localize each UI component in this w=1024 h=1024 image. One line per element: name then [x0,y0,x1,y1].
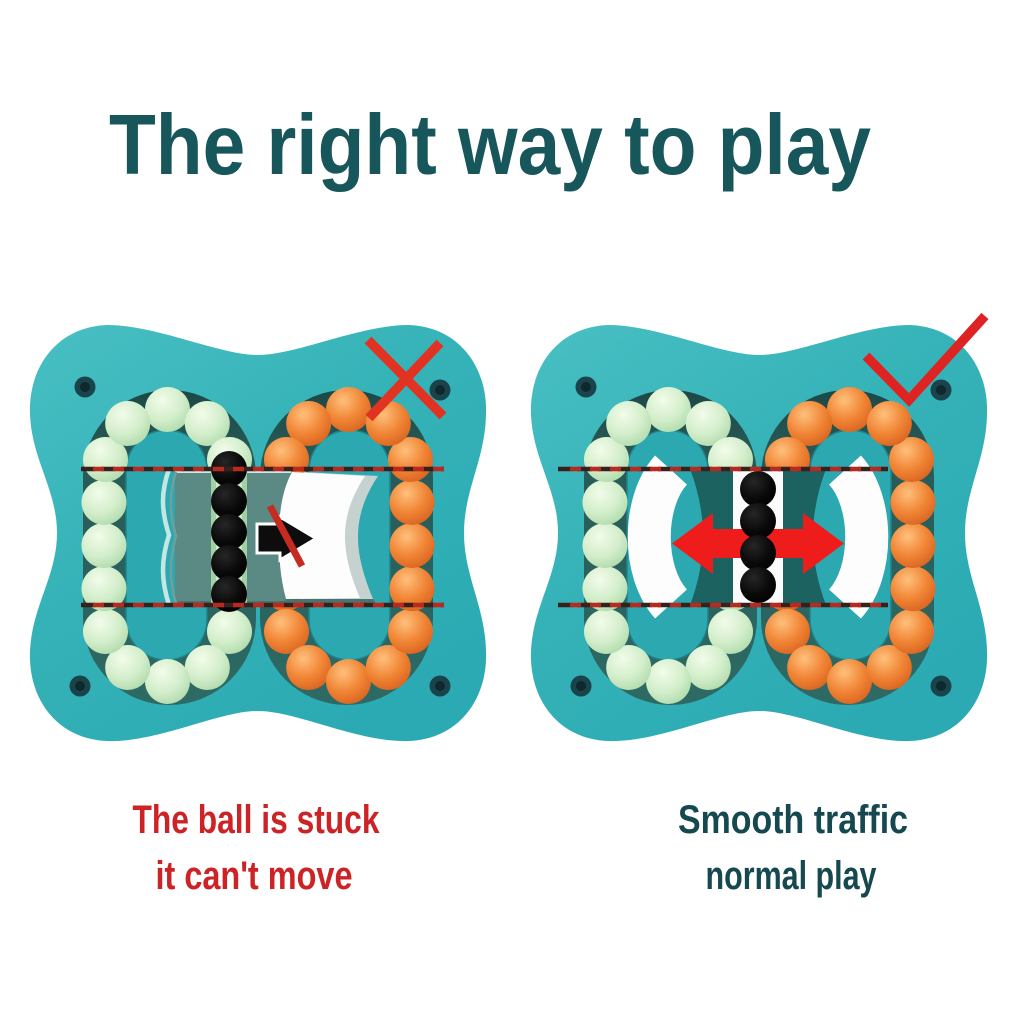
svg-text:Smooth traffic: Smooth traffic [678,798,908,842]
svg-text:The ball is stuck: The ball is stuck [133,798,381,842]
svg-text:The right way to play: The right way to play [109,98,871,193]
svg-text:normal play: normal play [706,854,878,898]
svg-text:it can't move: it can't move [156,854,353,898]
